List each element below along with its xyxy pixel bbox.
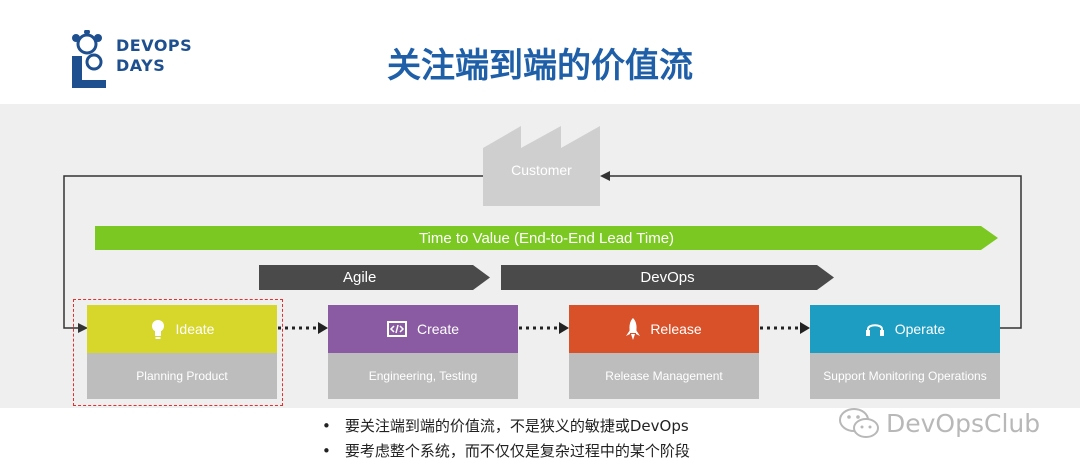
ideate-highlight-box <box>73 299 283 406</box>
bullet-list: • 要关注端到端的价值流，不是狭义的敏捷或DevOps • 要考虑整个系统，而不仅仅… <box>322 414 690 464</box>
agile-label: Agile <box>343 269 377 286</box>
code-icon <box>386 321 407 337</box>
lightbulb-icon <box>150 319 166 339</box>
bullet-item: • 要关注端到端的价值流，不是狭义的敏捷或DevOps <box>322 414 690 439</box>
devopsdays-logo: DEVOPS DAYS <box>70 30 200 94</box>
time-to-value-label: Time to Value (End-to-End Lead Time) <box>418 229 675 247</box>
customer-label: Customer <box>511 162 572 178</box>
rocket-icon <box>626 318 641 340</box>
stage-ideate: Ideate Planning Product <box>87 305 277 399</box>
logo-mark-icon <box>72 30 106 88</box>
stage-create-header: Create <box>328 305 518 353</box>
stage-operate-header: Operate <box>810 305 1000 353</box>
stage-release-header: Release <box>569 305 759 353</box>
devops-label: DevOps <box>640 269 695 286</box>
stage-operate-label: Operate <box>894 321 946 337</box>
stage-create-label: Create <box>416 321 460 337</box>
factory-icon <box>483 126 600 206</box>
stage-release: Release Release Management <box>569 305 759 399</box>
headset-icon <box>865 320 885 338</box>
stage-create-sub: Engineering, Testing <box>328 353 518 399</box>
bullet-text-2: 要考虑整个系统，而不仅仅是复杂过程中的某个阶段 <box>344 442 690 460</box>
time-to-value-bar: Time to Value (End-to-End Lead Time) <box>95 226 998 250</box>
bullet-dot: • <box>322 442 331 460</box>
stage-ideate-sub: Planning Product <box>87 353 277 399</box>
stage-operate: Operate Support Monitoring Operations <box>810 305 1000 399</box>
stage-ideate-header: Ideate <box>87 305 277 353</box>
bullet-text-1: 要关注端到端的价值流，不是狭义的敏捷或DevOps <box>344 417 689 435</box>
stage-ideate-label: Ideate <box>175 321 215 337</box>
stage-release-label: Release <box>650 321 702 337</box>
bullet-item: • 要考虑整个系统，而不仅仅是复杂过程中的某个阶段 <box>322 439 690 464</box>
watermark-text: DevOpsClub <box>886 408 1041 438</box>
agile-bar: Agile <box>259 265 490 290</box>
logo-line1: DEVOPS <box>116 36 193 55</box>
wechat-icon <box>839 408 879 438</box>
page-title: 关注端到端的价值流 <box>387 46 693 86</box>
stage-release-sub: Release Management <box>569 353 759 399</box>
customer-factory: Customer <box>483 124 600 206</box>
bullet-dot: • <box>322 417 331 435</box>
logo-line2: DAYS <box>116 56 166 75</box>
stage-operate-sub: Support Monitoring Operations <box>810 353 1000 399</box>
stage-create: Create Engineering, Testing <box>328 305 518 399</box>
devops-bar: DevOps <box>501 265 834 290</box>
watermark: DevOpsClub <box>838 406 1040 440</box>
